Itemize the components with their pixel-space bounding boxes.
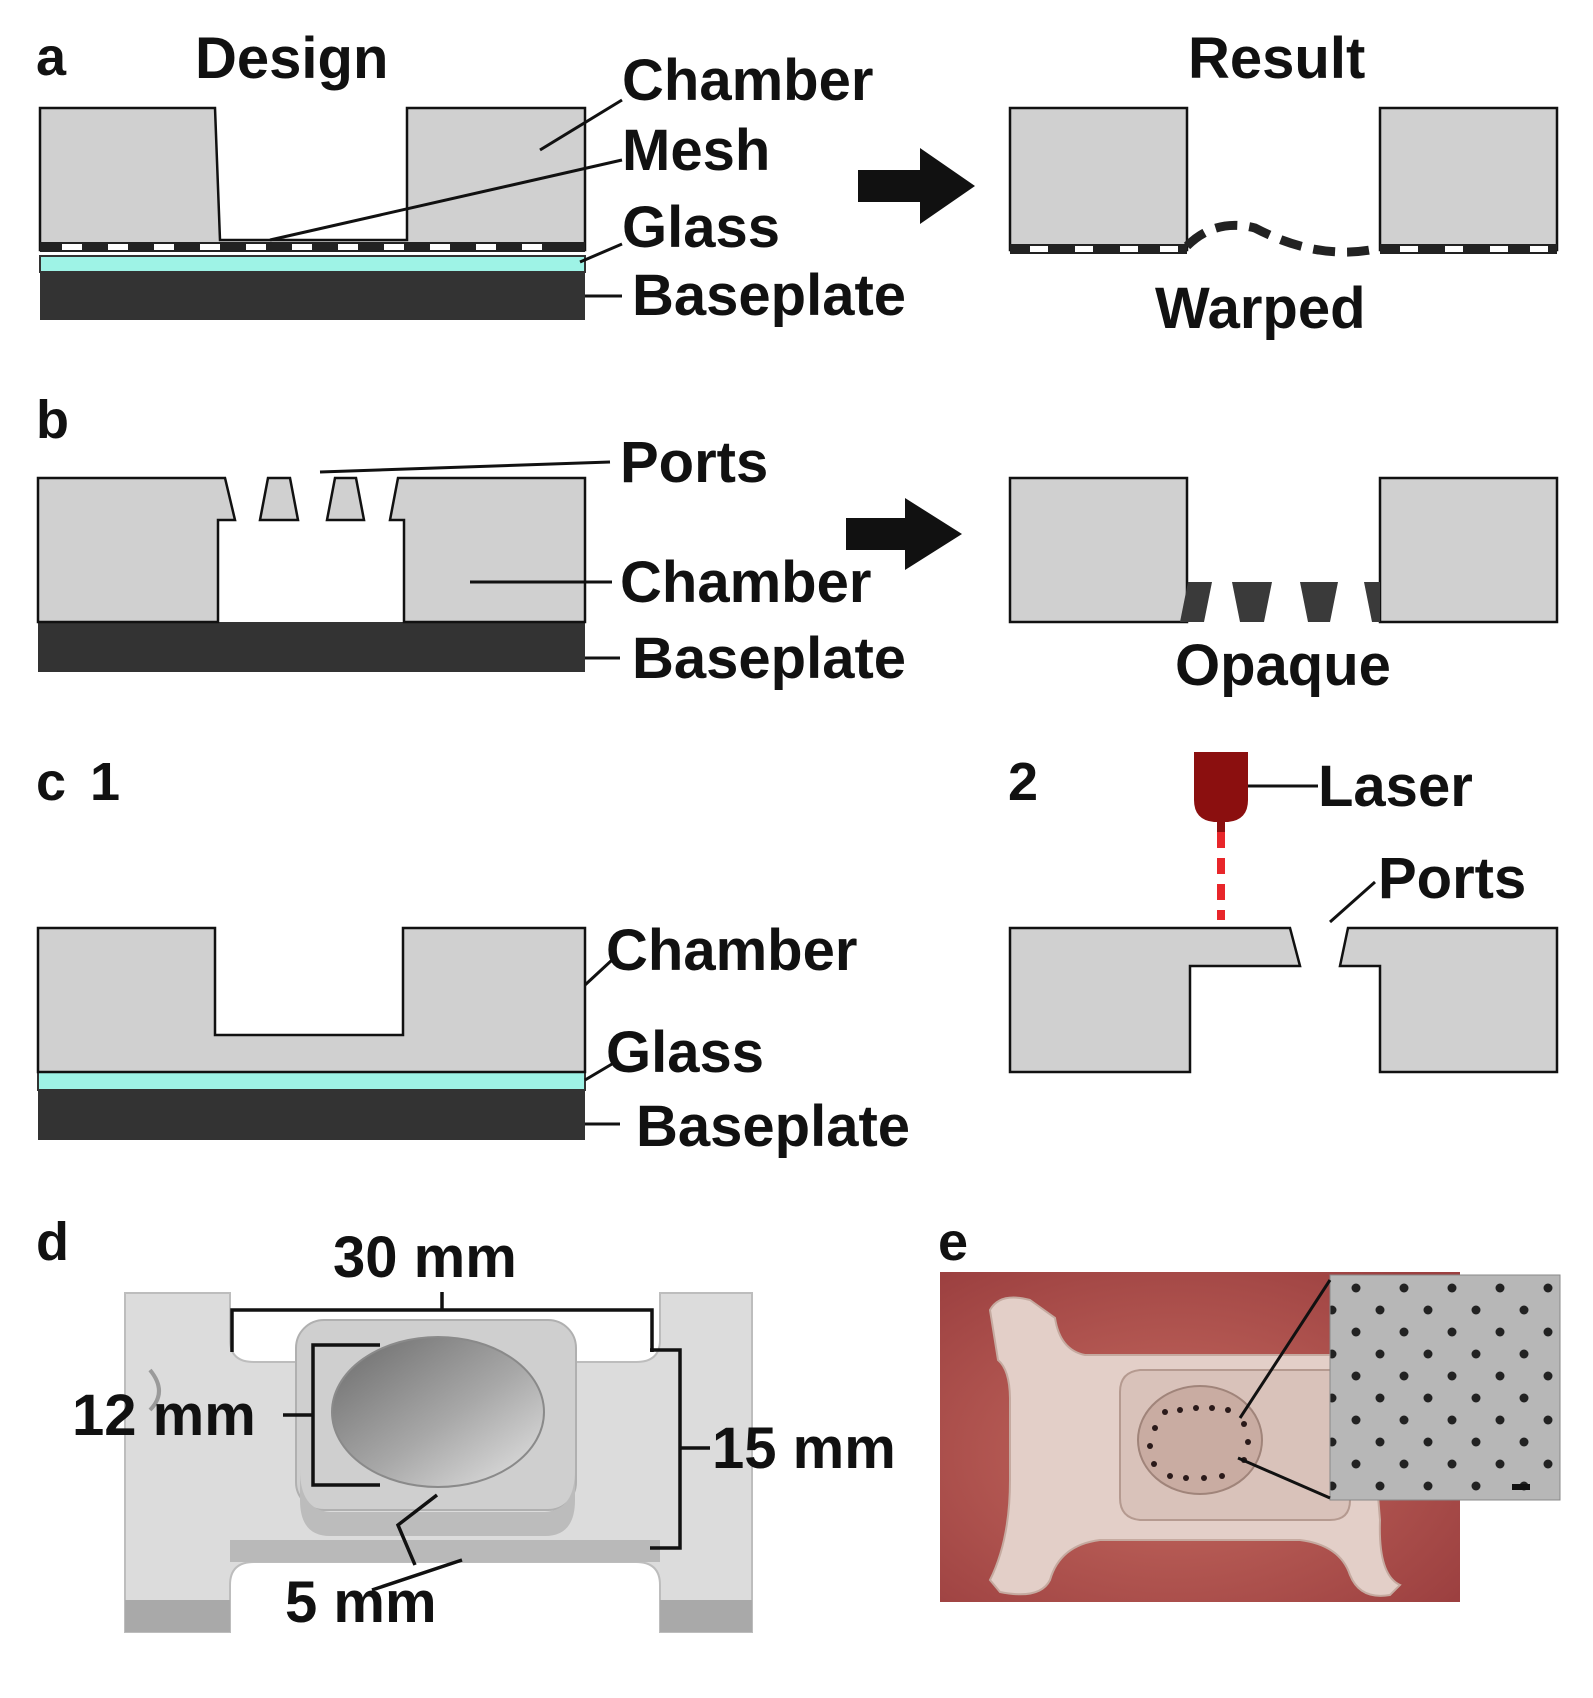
chamber-c2-right [1338, 926, 1559, 1074]
ports-label-c: Ports [1378, 846, 1526, 911]
baseplate-c [38, 1090, 585, 1140]
mesh-inset [1329, 1274, 1561, 1501]
step-1-label: 1 [90, 752, 120, 812]
mesh-a [40, 242, 585, 252]
photo-ports [1147, 1405, 1251, 1481]
dim-30mm: 30 mm [333, 1225, 517, 1290]
dim-15mm: 15 mm [712, 1416, 896, 1481]
opaque-port-2 [1232, 582, 1272, 622]
glass-label-a: Glass [622, 195, 780, 260]
warped-mesh [1183, 220, 1382, 257]
laser-head-icon [1194, 752, 1248, 822]
baseplate-label-c: Baseplate [636, 1094, 910, 1159]
c1-diagram [36, 926, 620, 1140]
photo-well [1137, 1385, 1263, 1495]
arrow-b-icon [846, 498, 962, 570]
leader-lines-a [269, 98, 623, 298]
chamber-label-a: Chamber [622, 48, 873, 113]
baseplate-a [40, 272, 585, 320]
dim-5mm: 5 mm [285, 1570, 437, 1635]
port-plug-2 [325, 476, 366, 522]
result-a-diagram [1008, 106, 1559, 257]
result-b-diagram [1008, 476, 1559, 624]
glass-a [39, 255, 586, 273]
opaque-port-3 [1300, 582, 1338, 622]
chamber-label-c: Chamber [606, 918, 857, 983]
panel-c-letter: c [36, 752, 66, 812]
panel-a-letter: a [36, 27, 67, 87]
design-title: Design [195, 26, 388, 91]
panel-b-letter: b [36, 390, 69, 450]
chamber-a [38, 106, 587, 252]
panel-d-letter: d [36, 1212, 69, 1272]
dim-12mm: 12 mm [72, 1383, 256, 1448]
panel-e-letter: e [938, 1212, 968, 1272]
opaque-label: Opaque [1175, 633, 1391, 698]
chamber-b [36, 476, 237, 624]
device-bowl [331, 1336, 545, 1488]
laser-label: Laser [1318, 754, 1473, 819]
result-title: Result [1188, 26, 1365, 91]
opaque-port-1 [1180, 582, 1212, 622]
mesh-label-a: Mesh [622, 118, 770, 183]
c2-diagram [1008, 752, 1559, 1074]
device-3d-render [124, 1292, 753, 1633]
baseplate-b [38, 622, 585, 672]
port-plug-1 [258, 476, 300, 522]
dimension-lines [230, 1292, 710, 1592]
chamber-label-b: Chamber [620, 550, 871, 615]
glass-c [37, 1071, 586, 1091]
baseplate-label-b: Baseplate [632, 626, 906, 691]
device-photo [940, 1272, 1561, 1602]
chamber-c2-left [1008, 926, 1302, 1074]
step-2-label: 2 [1008, 752, 1038, 812]
chamber-c [36, 926, 587, 1074]
baseplate-label-a: Baseplate [632, 263, 906, 328]
ports-label-b: Ports [620, 430, 768, 495]
design-a-diagram [38, 98, 623, 320]
warped-label: Warped [1155, 276, 1366, 341]
glass-label-c: Glass [606, 1020, 764, 1085]
opaque-port-4 [1364, 582, 1380, 622]
design-b-diagram [36, 460, 620, 672]
arrow-a-icon [858, 148, 975, 224]
